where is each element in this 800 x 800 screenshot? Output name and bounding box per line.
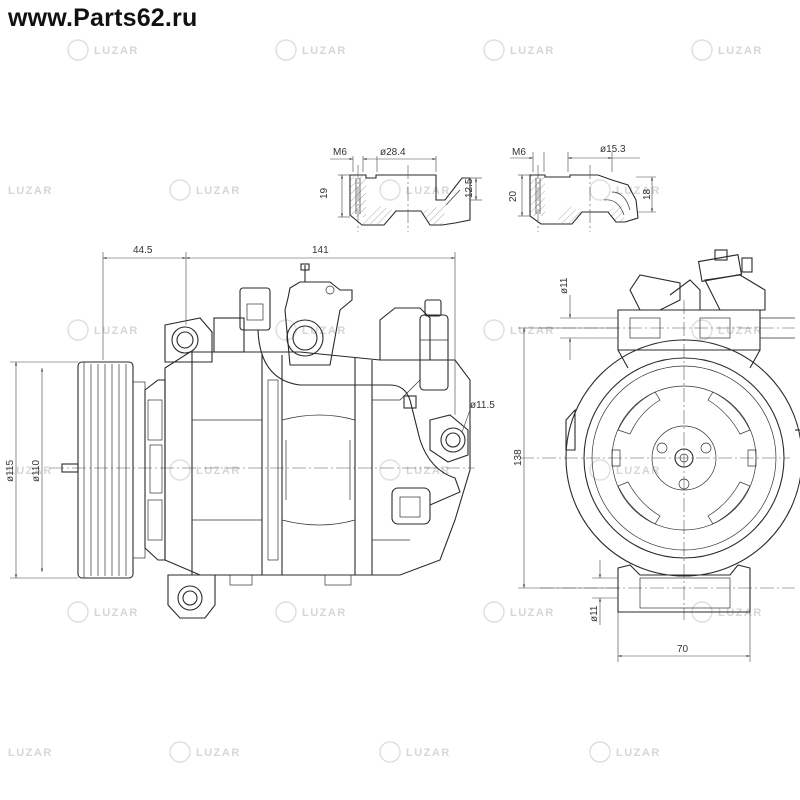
front-view <box>520 249 800 620</box>
svg-text:LUZAR: LUZAR <box>8 465 53 477</box>
dim-pulley-outer-dia: ø115 <box>5 460 16 482</box>
fitting-detail-large: M6 ø28.4 19 12.5 <box>319 147 482 232</box>
fitting-large-height-left: 19 <box>319 187 330 199</box>
fitting-small-height-left: 20 <box>508 190 519 202</box>
luzar-logo-icon: LUZAR <box>169 459 241 481</box>
svg-text:LUZAR: LUZAR <box>406 747 451 759</box>
side-view <box>50 263 475 619</box>
luzar-logo-icon: LUZAR <box>8 465 53 477</box>
svg-text:LUZAR: LUZAR <box>94 45 139 57</box>
svg-text:LUZAR: LUZAR <box>718 45 763 57</box>
luzar-logo-icon: LUZAR <box>379 459 451 481</box>
luzar-logo-icon: LUZAR <box>169 179 241 201</box>
svg-text:LUZAR: LUZAR <box>718 607 763 619</box>
luzar-logo-icon: LUZAR <box>589 459 661 481</box>
luzar-logo-icon: LUZAR <box>8 747 53 759</box>
dim-pulley-inner-dia: ø110 <box>31 460 42 482</box>
svg-text:LUZAR: LUZAR <box>510 607 555 619</box>
luzar-logo-icon: LUZAR <box>67 601 139 623</box>
luzar-logo-icon: LUZAR <box>8 185 53 197</box>
svg-text:LUZAR: LUZAR <box>406 465 451 477</box>
front-view-dimensions: 138 ø11 ø11 70 <box>513 277 751 662</box>
dim-front-top-hole-dia: ø11 <box>559 277 570 294</box>
luzar-logo-icon: LUZAR <box>691 39 763 61</box>
svg-text:LUZAR: LUZAR <box>94 325 139 337</box>
fitting-large-height-right: 12.5 <box>464 178 475 198</box>
fitting-large-bore-label: ø28.4 <box>380 147 406 158</box>
fitting-detail-small: M6 ø15.3 20 18 <box>508 144 656 232</box>
svg-text:LUZAR: LUZAR <box>510 45 555 57</box>
luzar-logo-icon: LUZAR <box>67 319 139 341</box>
dim-pulley-offset: 44.5 <box>133 245 153 256</box>
svg-text:LUZAR: LUZAR <box>406 185 451 197</box>
svg-text:LUZAR: LUZAR <box>8 747 53 759</box>
luzar-logo-icon: LUZAR <box>379 741 451 763</box>
luzar-logo-icon: LUZAR <box>589 741 661 763</box>
luzar-logo-icon: LUZAR <box>275 39 347 61</box>
svg-text:LUZAR: LUZAR <box>302 45 347 57</box>
pulley <box>77 361 134 579</box>
svg-text:LUZAR: LUZAR <box>196 465 241 477</box>
dim-overall-length: 141 <box>312 245 329 256</box>
luzar-logo-icon: LUZAR <box>691 319 763 341</box>
dim-front-bottom-hole-dia: ø11 <box>589 605 600 622</box>
fitting-large-thread-label: M6 <box>333 147 347 158</box>
svg-text:LUZAR: LUZAR <box>8 185 53 197</box>
dim-mount-spacing: 138 <box>513 449 524 466</box>
svg-text:LUZAR: LUZAR <box>510 325 555 337</box>
luzar-logo-icon: LUZAR <box>483 601 555 623</box>
luzar-logo-icon: LUZAR <box>169 741 241 763</box>
svg-text:LUZAR: LUZAR <box>616 465 661 477</box>
luzar-logo-icon: LUZAR <box>379 179 451 201</box>
svg-text:LUZAR: LUZAR <box>302 607 347 619</box>
svg-text:LUZAR: LUZAR <box>94 607 139 619</box>
fitting-small-bore-label: ø15.3 <box>600 144 626 155</box>
svg-text:LUZAR: LUZAR <box>302 325 347 337</box>
svg-text:LUZAR: LUZAR <box>616 747 661 759</box>
svg-text:LUZAR: LUZAR <box>616 185 661 197</box>
luzar-logo-icon: LUZAR <box>275 601 347 623</box>
fitting-small-thread-label: M6 <box>512 147 526 158</box>
svg-text:LUZAR: LUZAR <box>196 185 241 197</box>
svg-text:LUZAR: LUZAR <box>196 747 241 759</box>
dim-mount-hole-dia: ø11.5 <box>470 400 495 411</box>
side-view-dimensions: 44.5 141 ø115 ø110 ø11.5 <box>5 245 495 579</box>
luzar-logo-icon: LUZAR <box>67 39 139 61</box>
site-title: www.Parts62.ru <box>8 4 198 32</box>
luzar-logo-icon: LUZAR <box>483 319 555 341</box>
luzar-logo-icon: LUZAR <box>483 39 555 61</box>
svg-text:LUZAR: LUZAR <box>718 325 763 337</box>
dim-base-width: 70 <box>677 644 689 655</box>
fitting-small-height-right: 18 <box>642 188 653 200</box>
